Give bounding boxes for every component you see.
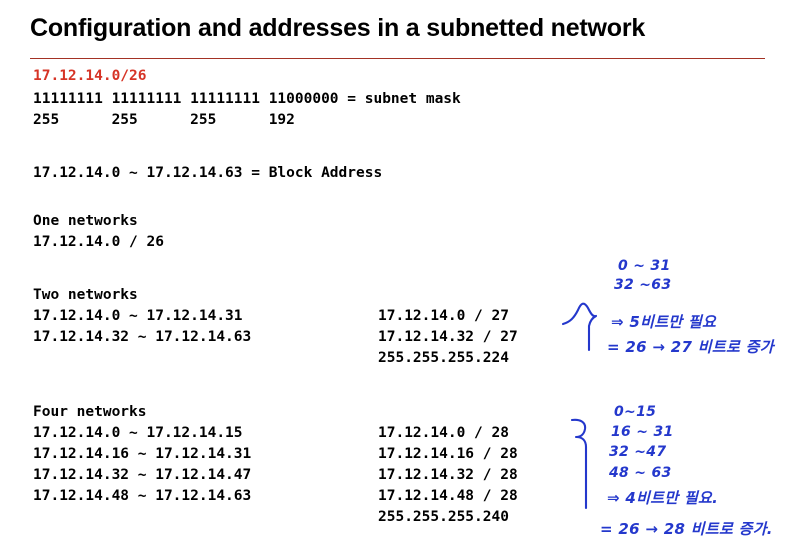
subnet-mask-binary: 11111111 11111111 11111111 11000000 = su… [33, 91, 461, 107]
annotation-two-line-4: = 26 → 27 비트로 증가 [607, 338, 774, 356]
annotation-two-line-2: 32 ~63 [614, 277, 672, 293]
two-networks-range-1: 17.12.14.0 ~ 17.12.14.31 [33, 308, 243, 324]
two-networks-heading: Two networks [33, 287, 138, 303]
cidr-label: 17.12.14.0/26 [33, 68, 147, 84]
one-networks-heading: One networks [33, 213, 138, 229]
annotation-four-line-5: ⇒ 4비트만 필요. [607, 489, 719, 507]
four-networks-cidr-3: 17.12.14.32 / 28 [378, 467, 518, 483]
four-networks-range-2: 17.12.14.16 ~ 17.12.14.31 [33, 446, 252, 462]
annotation-four-line-4: 48 ~ 63 [609, 465, 672, 481]
page-title: Configuration and addresses in a subnett… [30, 14, 646, 42]
block-address-line: 17.12.14.0 ~ 17.12.14.63 = Block Address [33, 165, 383, 181]
annotation-four-line-3: 32 ~47 [609, 444, 667, 460]
two-networks-range-2: 17.12.14.32 ~ 17.12.14.63 [33, 329, 252, 345]
four-networks-cidr-1: 17.12.14.0 / 28 [378, 425, 509, 441]
four-networks-range-3: 17.12.14.32 ~ 17.12.14.47 [33, 467, 252, 483]
four-networks-netmask: 255.255.255.240 [378, 509, 509, 525]
four-networks-range-1: 17.12.14.0 ~ 17.12.14.15 [33, 425, 243, 441]
annotation-four-line-1: 0~15 [614, 404, 657, 420]
title-divider [30, 58, 765, 59]
four-networks-heading: Four networks [33, 404, 147, 420]
annotation-two-line-3: ⇒ 5비트만 필요 [611, 313, 717, 331]
two-networks-cidr-1: 17.12.14.0 / 27 [378, 308, 509, 324]
four-networks-cidr-2: 17.12.14.16 / 28 [378, 446, 518, 462]
one-networks-row: 17.12.14.0 / 26 [33, 234, 164, 250]
annotation-two-line-1: 0 ~ 31 [618, 258, 671, 274]
annotation-four-line-2: 16 ~ 31 [611, 424, 674, 440]
two-networks-netmask: 255.255.255.224 [378, 350, 509, 366]
four-networks-range-4: 17.12.14.48 ~ 17.12.14.63 [33, 488, 252, 504]
four-networks-cidr-4: 17.12.14.48 / 28 [378, 488, 518, 504]
annotation-four-line-6: = 26 → 28 비트로 증가. [600, 520, 773, 538]
subnet-mask-decimal: 255 255 255 192 [33, 112, 295, 128]
two-networks-cidr-2: 17.12.14.32 / 27 [378, 329, 518, 345]
